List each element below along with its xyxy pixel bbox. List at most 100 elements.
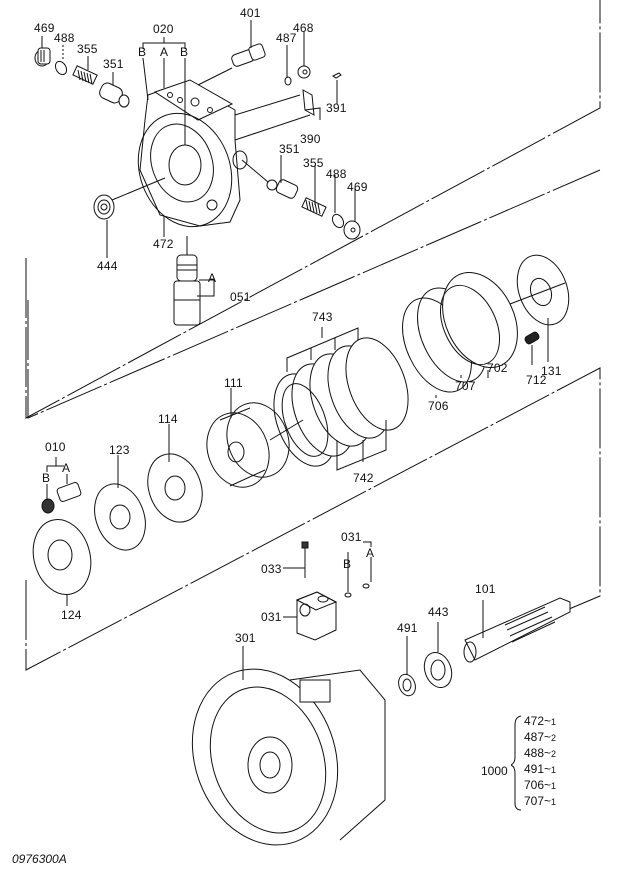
- callout-487: 487: [276, 31, 297, 45]
- bearing-444: [93, 177, 166, 220]
- callout-488: 488: [54, 31, 75, 45]
- callout-301: 301: [235, 631, 256, 645]
- callout-390: 390: [300, 132, 321, 146]
- plug-469: [34, 47, 51, 67]
- relief-valve-051: [173, 236, 201, 326]
- casing-301: [191, 668, 386, 846]
- callout-702: 702: [487, 361, 508, 375]
- kit-item: 706~1: [524, 778, 557, 792]
- callout-469: 469: [34, 21, 55, 35]
- callout-124: 124: [61, 608, 82, 622]
- kit-qty: 1: [551, 781, 557, 791]
- callout-712: 712: [526, 373, 547, 387]
- callout-020-a: A: [160, 45, 169, 59]
- callout-355-right: 355: [303, 156, 324, 170]
- callout-031-b: B: [343, 557, 352, 571]
- valve-plate-131: [509, 254, 570, 326]
- cylinder-block-111: [206, 402, 304, 488]
- valve-casing-020: [137, 79, 311, 228]
- callout-111: 111: [224, 376, 243, 390]
- callout-051-a: A: [208, 271, 217, 285]
- swash-plate-124: [32, 519, 92, 595]
- kit-item: 707~1: [524, 794, 557, 808]
- plug-469-right: [343, 220, 361, 240]
- callout-131: 131: [541, 364, 562, 378]
- clutch-plates-742-743: [273, 337, 409, 467]
- callout-472: 472: [153, 237, 174, 251]
- block-031: [295, 541, 370, 641]
- spool-351: [99, 82, 130, 108]
- callout-031: 031: [261, 610, 282, 624]
- callout-114: 114: [158, 412, 178, 426]
- callout-020: 020: [153, 22, 174, 36]
- callout-488-right: 488: [326, 167, 347, 181]
- callout-123: 123: [109, 443, 130, 457]
- callout-020-b-right: B: [180, 45, 189, 59]
- oil-seal-491: [398, 673, 416, 697]
- callout-355: 355: [77, 42, 98, 56]
- retainer-plate-114: [147, 453, 203, 523]
- kit-number: 1000: [481, 764, 508, 778]
- callout-010-a: A: [62, 461, 71, 475]
- bolt-401: [197, 43, 266, 86]
- callout-101: 101: [475, 582, 496, 596]
- callout-031-a: A: [366, 546, 375, 560]
- callout-706: 706: [428, 399, 449, 413]
- callout-351: 351: [103, 57, 124, 71]
- kit-item: 488~2: [524, 746, 557, 760]
- kit-items: 472~1 487~2 488~2 491~1 706~1 707~1: [524, 713, 556, 809]
- drawing-code: 0976300A: [12, 852, 67, 866]
- kit-qty: 2: [551, 749, 557, 759]
- callout-468: 468: [293, 21, 314, 35]
- plug-468: [297, 65, 311, 79]
- kit-part: 706: [524, 778, 545, 792]
- kit-item: 487~2: [524, 730, 557, 744]
- callout-491: 491: [397, 621, 418, 635]
- kit-part: 491: [524, 762, 545, 776]
- o-ring-488-right: [331, 213, 345, 229]
- kit-part: 707: [524, 794, 545, 808]
- shoe-plate-123: [94, 483, 146, 551]
- kit-item: 491~1: [524, 762, 557, 776]
- callout-743: 743: [312, 310, 333, 324]
- piston-010: [41, 482, 82, 514]
- drive-shaft-101: [463, 597, 571, 663]
- spring-355: [72, 65, 98, 85]
- callout-031-group: 031: [341, 530, 362, 544]
- section-guide-lines: [25, 0, 601, 671]
- callout-742: 742: [353, 471, 374, 485]
- leader-lines: [41, 20, 549, 680]
- callout-469-right: 469: [347, 180, 368, 194]
- kit-qty: 1: [551, 797, 557, 807]
- spring-355-right: [301, 197, 327, 217]
- rivet-391: [332, 72, 342, 79]
- axis-line: [241, 159, 269, 183]
- name-plate-390: [302, 89, 315, 116]
- bearing-443: [423, 652, 453, 688]
- kit-brace: [511, 715, 522, 811]
- spool-351-right: [266, 179, 299, 199]
- o-ring-487: [284, 76, 292, 86]
- kit-qty: 2: [551, 733, 557, 743]
- callout-707: 707: [455, 379, 476, 393]
- callout-051: 051: [230, 290, 251, 304]
- spring-712: [524, 331, 540, 345]
- kit-part: 487: [524, 730, 545, 744]
- brake-piston-702: [439, 271, 518, 369]
- callout-351-right: 351: [279, 142, 300, 156]
- kit-item: 472~1: [524, 714, 557, 728]
- kit-qty: 1: [551, 717, 557, 727]
- callout-444: 444: [97, 259, 118, 273]
- kit-part: 472: [524, 714, 545, 728]
- kit-part: 488: [524, 746, 545, 760]
- callout-010-b: B: [42, 471, 51, 485]
- callout-401: 401: [240, 6, 261, 20]
- callout-033: 033: [261, 562, 282, 576]
- callout-443: 443: [428, 605, 449, 619]
- callout-020-b-left: B: [138, 45, 147, 59]
- callout-391: 391: [326, 101, 347, 115]
- kit-qty: 1: [551, 765, 557, 775]
- o-ring-488: [54, 60, 68, 76]
- callout-010: 010: [45, 440, 66, 454]
